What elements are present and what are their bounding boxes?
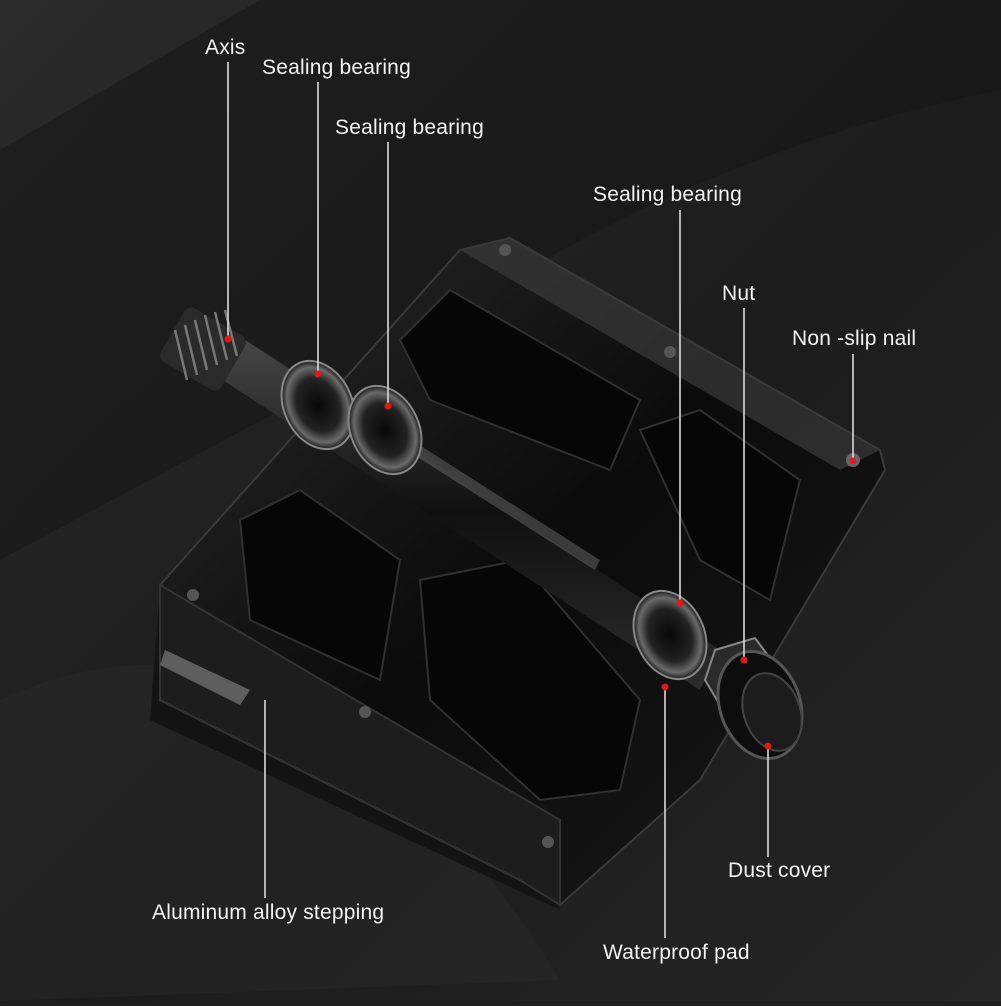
axis-label: Axis (205, 36, 246, 59)
sealing-bearing-label-1: Sealing bearing (262, 56, 411, 79)
front-highlight (160, 650, 250, 705)
sealing-bearing-2-marker-dot (384, 402, 392, 410)
dust-cover-face (741, 672, 803, 752)
sealing-bearing (280, 359, 356, 451)
waterproof-pad-label: Waterproof pad (603, 941, 750, 964)
axle-thread (160, 307, 246, 391)
background-highlight-band (0, 665, 560, 1001)
dust-cover-marker-dot (764, 742, 772, 750)
pedal-cutout-left (238, 488, 402, 682)
axis-marker-dot (224, 335, 232, 343)
pin (499, 244, 511, 256)
dust-cover-label: Dust cover (728, 859, 831, 882)
non-slip-nail-marker-dot (849, 457, 857, 465)
non-slip-nail-label: Non -slip nail (792, 327, 917, 350)
sealing-bearing (347, 384, 423, 476)
axle-shaft-highlight (375, 420, 600, 570)
nut-label: Nut (722, 282, 756, 305)
pin (664, 346, 676, 358)
sealing-bearing-label-2: Sealing bearing (335, 116, 484, 139)
sealing-bearing-1-marker-dot (314, 370, 322, 378)
sealing-bearing-label-3: Sealing bearing (593, 183, 742, 206)
nut-marker-dot (740, 656, 748, 664)
pin (359, 706, 371, 718)
pin (187, 589, 199, 601)
leader-lines (227, 62, 854, 938)
pedal-cutout-top (398, 288, 642, 472)
sealing-bearing-3-marker-dot (676, 599, 684, 607)
sealing-bearing (632, 589, 708, 681)
pin (542, 836, 554, 848)
marker-dots (224, 335, 857, 750)
pedal-front-face (159, 583, 561, 907)
aluminum-alloy-stepping-label: Aluminum alloy stepping (152, 901, 385, 924)
waterproof-pad-marker-dot (661, 683, 669, 691)
